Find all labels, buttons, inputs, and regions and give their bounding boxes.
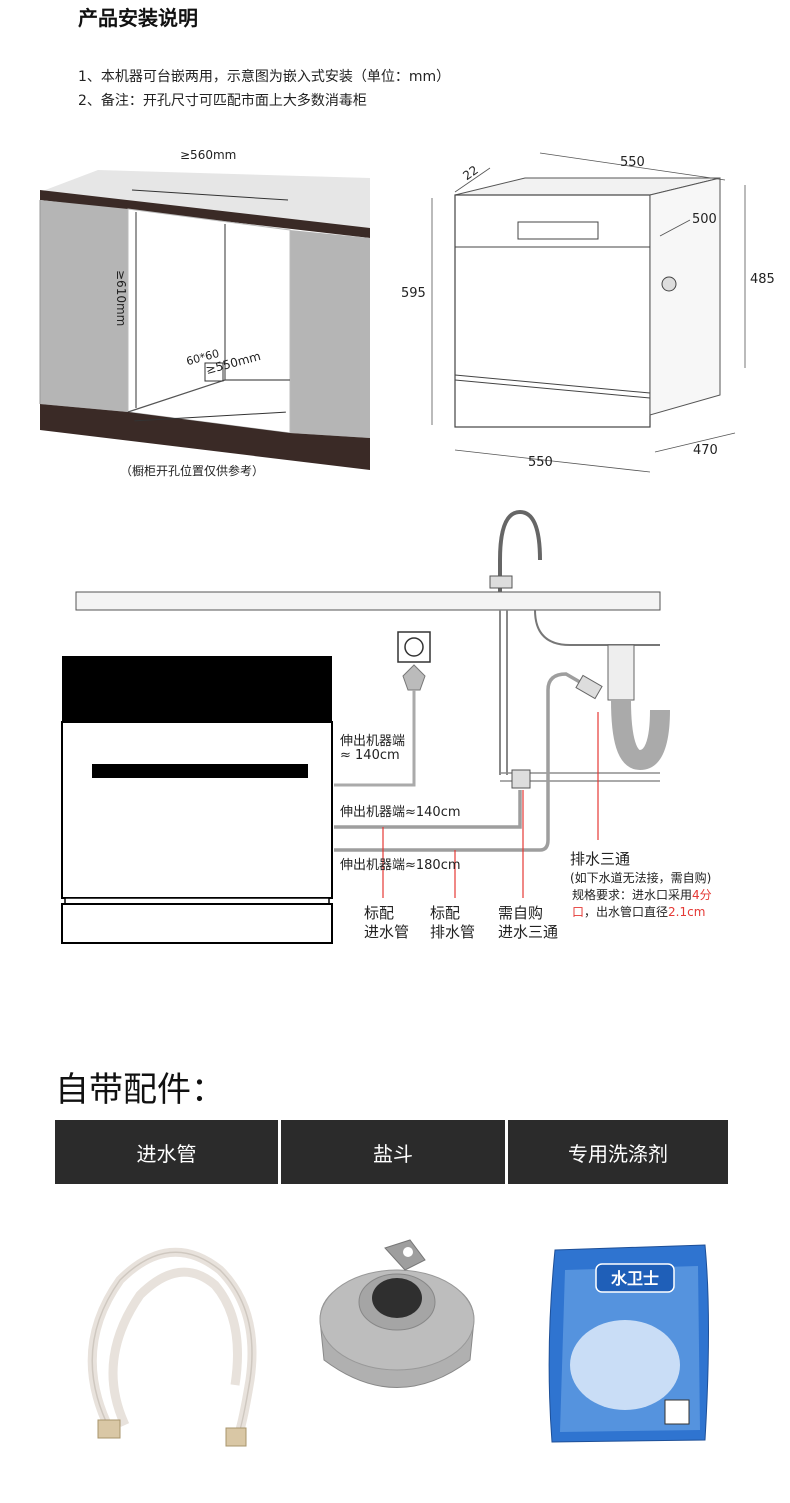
inlet-length-label: 伸出机器端≈140cm [340, 805, 461, 820]
cabinet-diagram [39, 170, 370, 470]
detergent-bag-image: 水卫士 [548, 1244, 709, 1443]
power-socket [397, 631, 431, 663]
drain-tee-title: 排水三通 [570, 850, 631, 868]
drain-spec-line-2: 口，出水管口直径2.1cm [572, 905, 706, 919]
dishwasher-top [62, 656, 332, 722]
cabinet-width-label: ≥560mm [180, 148, 237, 162]
plumbing-diagram [61, 509, 670, 944]
bottom-depth-label: 470 [693, 443, 718, 458]
inner-depth-label: 500 [692, 212, 717, 227]
power-cord-label-2: ≈ 140cm [340, 748, 400, 763]
right-cabinet [290, 230, 370, 438]
counter-slab [75, 591, 661, 611]
tab-inlet-hose: 进水管 [55, 1120, 278, 1184]
opening [127, 208, 291, 434]
dishwasher-handle [92, 764, 308, 778]
dishwasher-door [61, 721, 333, 899]
plug [402, 664, 426, 691]
power-cord-label-1: 伸出机器端 [340, 734, 406, 749]
dishwasher-plinth [61, 903, 333, 944]
drain-length-label: 伸出机器端≈180cm [340, 858, 461, 873]
note-line-2: 2、备注：开孔尺寸可匹配市面上大多数消毒柜 [78, 93, 367, 109]
sink [534, 609, 660, 646]
machine-diagram [431, 152, 746, 473]
cabinet-height-label: ≥610mm [114, 270, 128, 327]
faucet [498, 509, 542, 592]
side-height-label: 485 [750, 272, 775, 287]
drain-spec-line-1: 规格要求：进水口采用4分 [572, 888, 712, 902]
countertop-top [40, 170, 370, 230]
inlet-hose-image [87, 1247, 257, 1447]
accessory-images: 水卫士 [87, 1239, 709, 1447]
cabinet-caption: （橱柜开孔位置仅供参考） [120, 464, 265, 478]
height-label: 595 [401, 286, 426, 301]
drain-pipe [607, 644, 635, 701]
drain-hose-label: 标配排水管 [430, 904, 476, 941]
accessories-title: 自带配件： [55, 1070, 225, 1110]
tab-detergent: 专用洗涤剂 [508, 1120, 728, 1184]
salt-funnel-image [319, 1239, 475, 1388]
drain-tee-note: (如下水道无法接，需自购) [570, 871, 712, 885]
inlet-tee-label: 需自购进水三通 [498, 904, 559, 941]
page-title: 产品安装说明 [78, 6, 198, 30]
inlet-hose-label: 标配进水管 [364, 904, 410, 941]
countertop-edge [40, 190, 370, 238]
bottom-width-label: 550 [528, 455, 553, 470]
plinth [40, 404, 370, 470]
tab-salt-funnel: 盐斗 [281, 1120, 505, 1184]
note-line-1: 1、本机器可台嵌两用，示意图为嵌入式安装（单位：mm） [78, 69, 451, 85]
left-cabinet [40, 200, 128, 412]
top-width-label: 550 [620, 155, 645, 170]
installation-diagram [39, 152, 746, 944]
detergent-brand-text: 水卫士 [611, 1269, 659, 1288]
